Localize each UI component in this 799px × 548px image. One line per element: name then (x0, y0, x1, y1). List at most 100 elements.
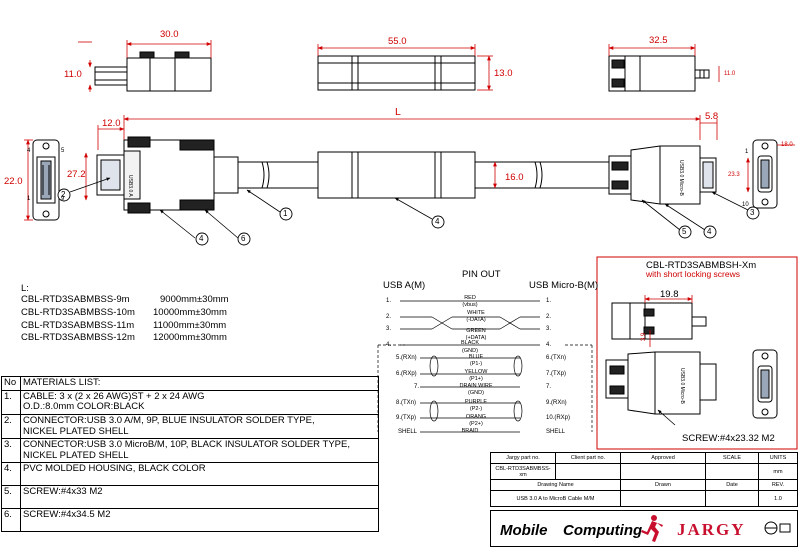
microb-vertical-label: USB3.0 Micro-B (678, 160, 684, 196)
tb-h-date: Date (705, 479, 759, 491)
tb-units-value: mm (758, 463, 798, 480)
material-line: CONNECTOR:USB 3.0 A/M, 9P, BLUE INSULATO… (23, 414, 315, 426)
table-row: 3. CONNECTOR:USB 3.0 MicroB/M, 10P, BLAC… (1, 438, 379, 464)
pin-left: 5.(RXn) (396, 355, 417, 361)
material-line: NICKEL PLATED SHELL (23, 449, 129, 461)
pin-right: 2. (546, 314, 552, 320)
pin-right: 4. (546, 342, 552, 348)
pin-sub: (-DATA) (466, 317, 486, 323)
pin-left: 4. (386, 342, 392, 348)
material-desc: CONNECTOR:USB 3.0 A/M, 9P, BLUE INSULATO… (20, 413, 379, 440)
balloon-2-label: 2 (61, 190, 66, 199)
balloon-leaders (69, 177, 749, 239)
table-row: 2. CONNECTOR:USB 3.0 A/M, 9P, BLUE INSUL… (1, 413, 379, 440)
pin-left: SHELL (398, 429, 418, 435)
dim-length: L (395, 106, 401, 118)
pin-signal: BRAID (461, 428, 479, 434)
length-model: CBL-RTD3SABMBSS-12m (21, 332, 135, 343)
pin-signal: GREEN (466, 328, 486, 334)
materials-header-row: No MATERIALS LIST: (1, 376, 379, 391)
tb-h-units: UNITS (758, 452, 798, 464)
material-no: 1. (1, 389, 21, 415)
pin-right: SHELL (546, 429, 566, 435)
dim-22: 22.0 (4, 176, 23, 187)
dim-5-8: 5.8 (705, 111, 719, 122)
pin-signal: ORANG (465, 414, 487, 420)
dim-13: 13.0 (494, 68, 513, 79)
pin-right: 7. (546, 384, 552, 390)
tb-h-scale: SCALE (705, 452, 759, 464)
microb-face-dims (746, 144, 795, 193)
length-value: 11000mm±30mm (153, 320, 227, 331)
running-man-icon (641, 515, 663, 542)
length-dimension (97, 115, 718, 150)
length-value: 12000mm±30mm (153, 332, 227, 343)
dim-16: 16.0 (505, 172, 524, 183)
inset-dims (644, 295, 693, 347)
usb-a-face-view (32, 139, 60, 221)
pin-left: 8.(TXn) (396, 400, 417, 406)
pin-sub: (P1+) (469, 376, 483, 382)
pin-sub: (GND) (468, 390, 484, 396)
pin-right: 1. (546, 298, 552, 304)
material-no: 2. (1, 413, 21, 440)
microb-pin-label-10: 10 (742, 202, 749, 208)
dim-19-8: 19.8 (660, 289, 679, 300)
material-line: O.D.:8.0mm COLOR:BLACK (23, 401, 145, 413)
dim-11: 11.0 (64, 69, 82, 80)
title-block-values-row: CBL-RTD3SABMBSS-xm mm (490, 463, 798, 480)
dim-3-9: 3.9 (641, 332, 648, 342)
material-line: CONNECTOR:USB 3.0 MicroB/M, 10P, BLACK I… (23, 439, 350, 451)
tb-approved-value (620, 463, 706, 480)
pinout-left-header: USB A(M) (383, 280, 426, 291)
material-no: 6. (1, 508, 21, 533)
pin-sub: (vbus) (462, 302, 478, 308)
length-label: L: (21, 283, 29, 294)
tb-h-drawn: Drawn (620, 479, 706, 491)
pin-right: 7.(TXp) (546, 371, 567, 377)
length-value: 9000mm±30mm (160, 294, 229, 305)
material-desc: CONNECTOR:USB 3.0 MicroB/M, 10P, BLACK I… (20, 438, 379, 464)
title-block-drawing-values-row: USB 3.0 A to MicroB Cable M/M 1.0 (490, 490, 798, 507)
cable-left (237, 161, 319, 189)
dim-11-b: 11.0 (724, 71, 736, 77)
usb-a-vertical-label: USB3.0 A (127, 175, 133, 197)
jargy-emblem-icon (764, 521, 791, 535)
inset-border (596, 256, 798, 450)
mobile-logo: Mobile (500, 522, 548, 539)
length-model: CBL-RTD3SABMBSS-9m (21, 294, 130, 305)
material-desc: SCREW:#4x34.5 M2 (20, 508, 379, 533)
length-value: 10000mm±30mm (153, 307, 227, 318)
table-row: 1. CABLE: 3 x (2 x 26 AWG)ST + 2 x 24 AW… (1, 389, 379, 415)
pin-label-9: 9 (61, 196, 65, 202)
tb-rev-value: 1.0 (758, 490, 798, 507)
pinout-right-header: USB Micro-B(M) (529, 280, 599, 291)
pin-right: 3. (546, 326, 552, 332)
cable-right (474, 161, 610, 189)
pin-signal: WHITE (467, 310, 485, 316)
logo-band: Mobile Computing JARGY (490, 510, 798, 547)
dim-30: 30.0 (160, 29, 179, 40)
material-line: CABLE: 3 x (2 x 26 AWG)ST + 2 x 24 AWG (23, 390, 205, 402)
pin-signal: PURPLE (464, 399, 488, 405)
pin-signal: DRAIN WIRE (459, 383, 493, 389)
tb-scale-value (705, 463, 759, 480)
pin-signal: YELLOW (464, 369, 488, 375)
molded-housing-top-view (317, 151, 476, 199)
pin-sub: (P2+) (469, 421, 483, 427)
microb-side-dims (608, 44, 720, 82)
materials-table: No MATERIALS LIST: 1. CABLE: 3 x (2 x 26… (1, 376, 379, 533)
pin-left: 1. (386, 298, 392, 304)
microb-pin-label-1: 1 (745, 149, 749, 155)
pin-right: 6.(TXn) (546, 355, 567, 361)
pin-right: 10.(RXp) (546, 415, 571, 421)
tb-drawing-name: USB 3.0 A to MicroB Cable M/M (490, 490, 621, 507)
pin-left: 9.(TXp) (396, 415, 417, 421)
pin-label-5: 5 (61, 148, 65, 154)
usb-a-face-dims (24, 139, 88, 221)
material-no: 5. (1, 485, 21, 510)
pin-left: 2. (386, 314, 392, 320)
tb-part-no: CBL-RTD3SABMBSS-xm (490, 463, 556, 480)
tb-h-approved: Approved (620, 452, 706, 464)
